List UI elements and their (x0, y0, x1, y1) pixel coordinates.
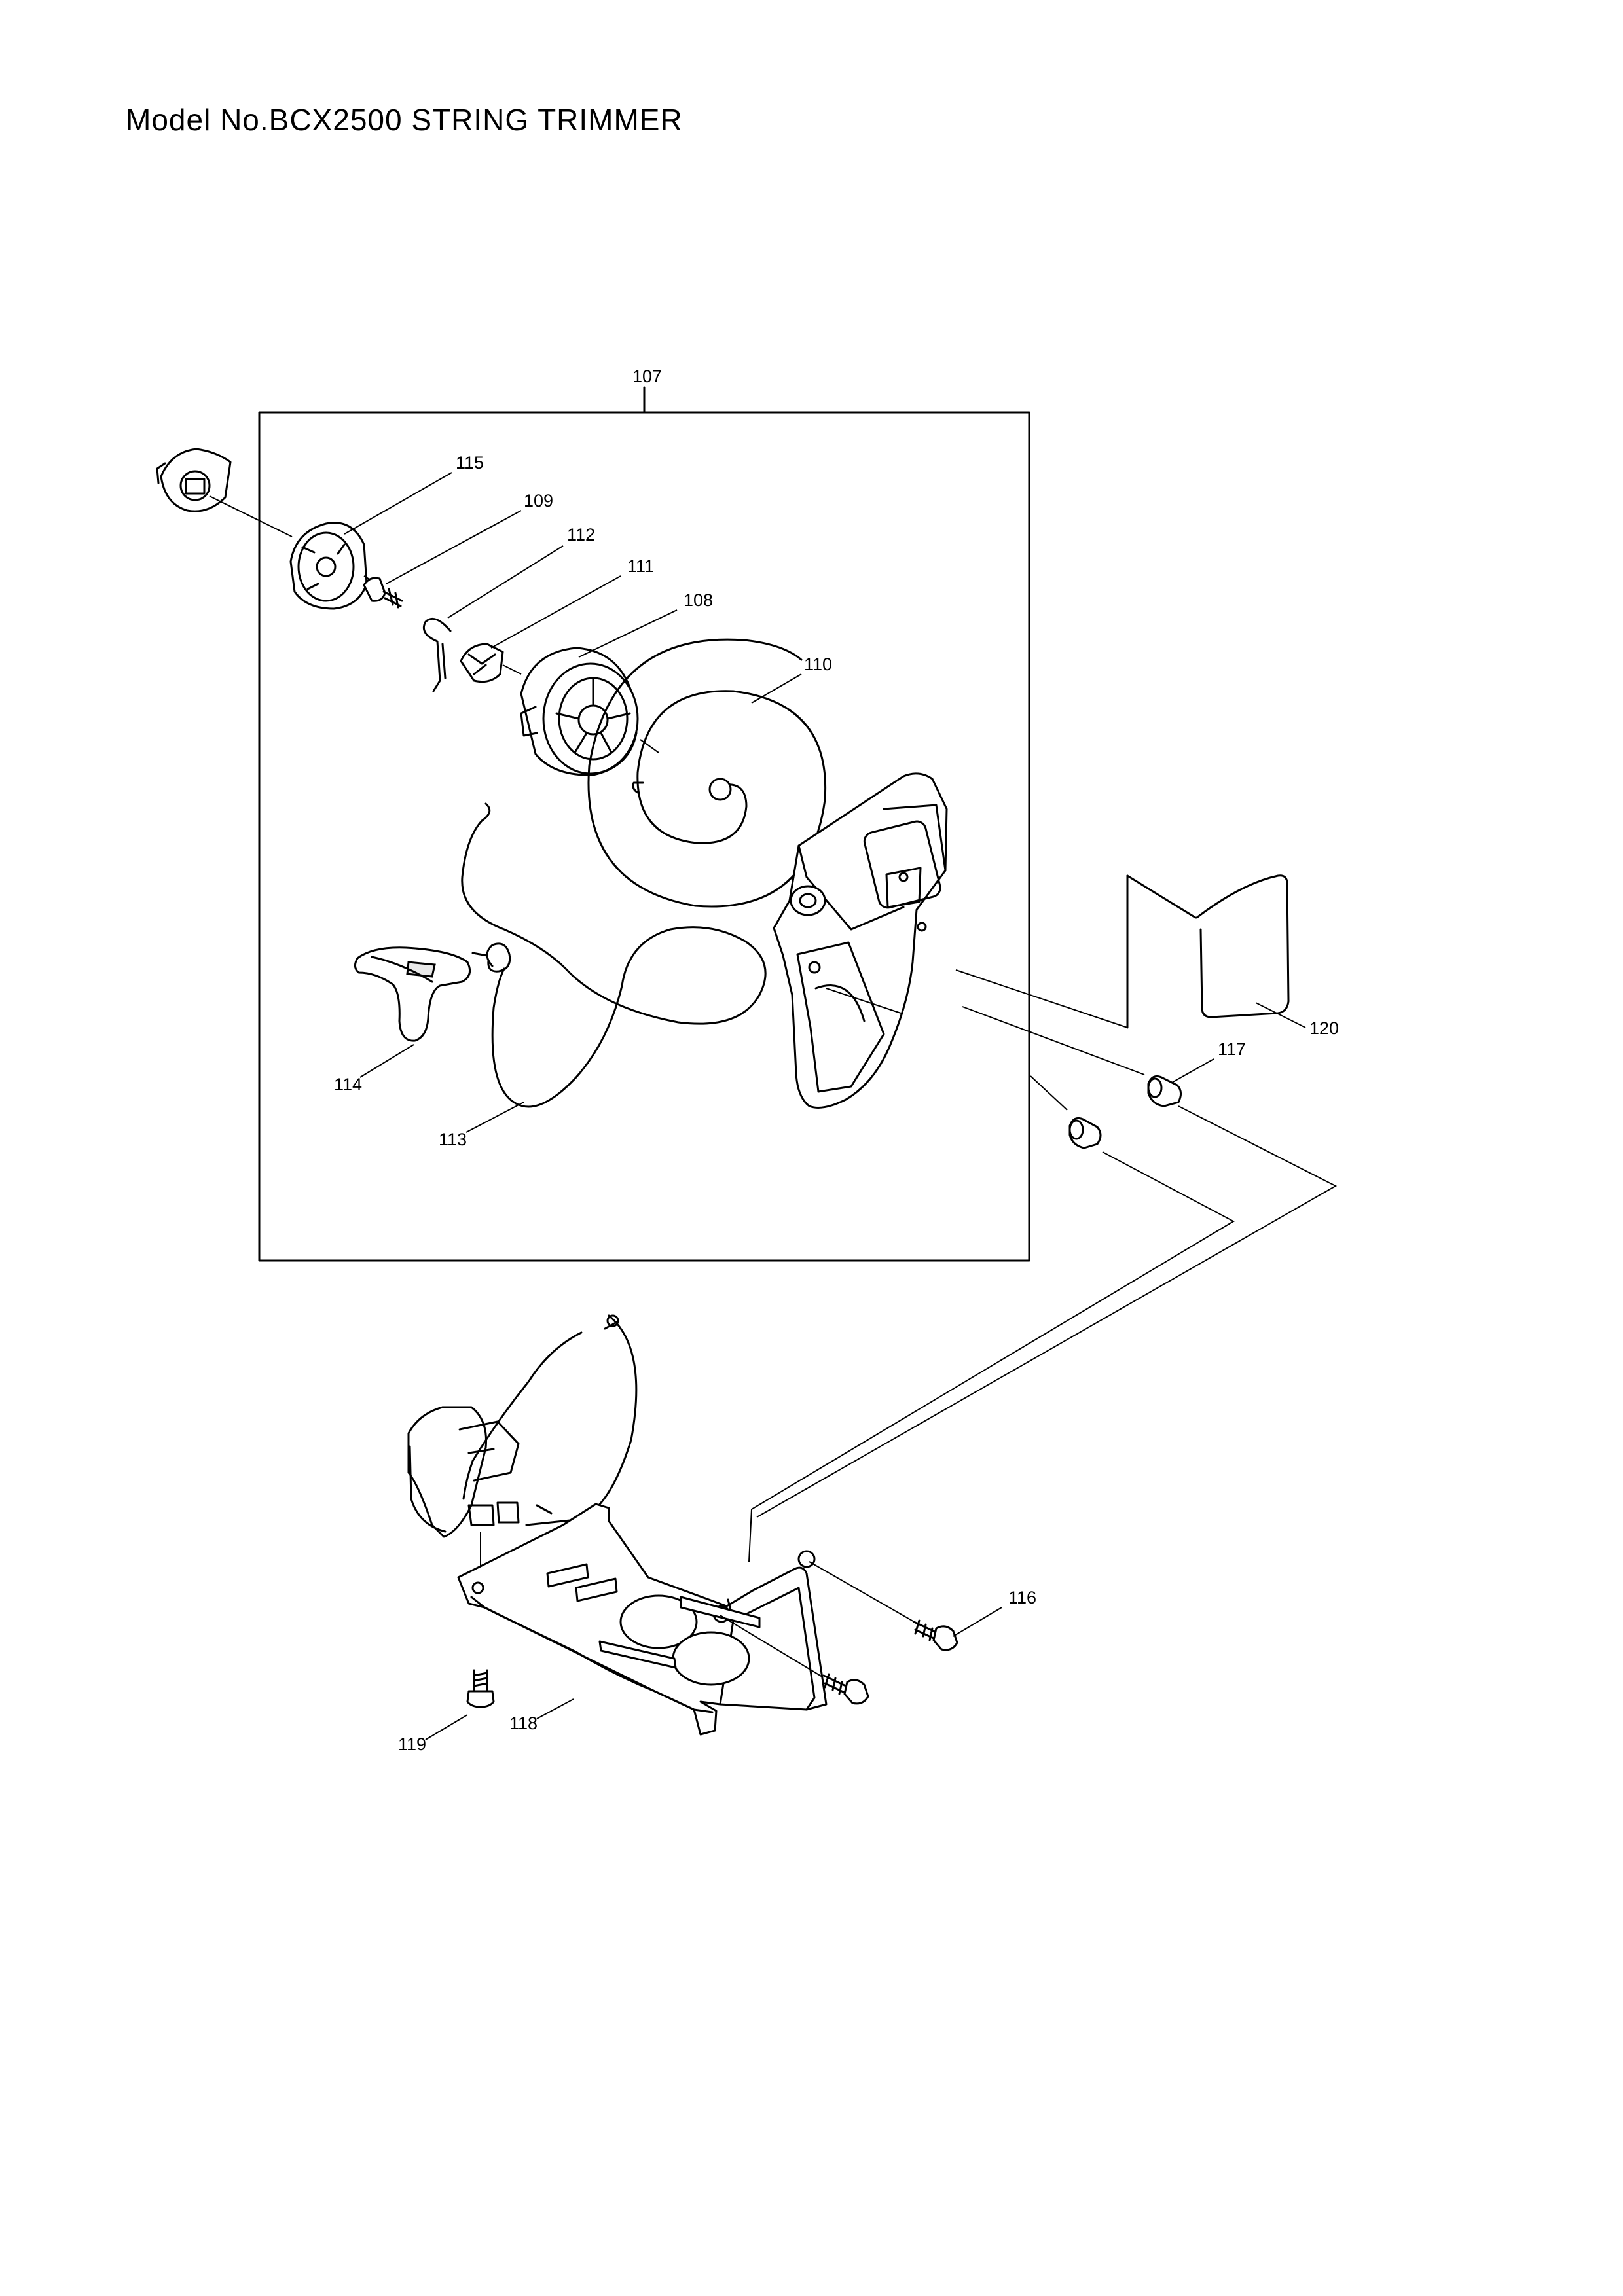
part-112-spring-clip (422, 617, 452, 692)
label-115: 115 (456, 453, 484, 473)
part-113-rope (461, 802, 767, 1108)
label-114: 114 (334, 1075, 362, 1094)
part-115-pulley (289, 522, 384, 610)
label-116: 116 (1008, 1588, 1036, 1607)
part-111-ratchet (460, 643, 522, 683)
starter-housing (773, 772, 948, 1109)
leader-lines (344, 472, 1306, 1740)
label-107: 107 (632, 367, 662, 386)
page-title: Model No.BCX2500 STRING TRIMMER (126, 103, 683, 137)
part-117-bushings (748, 1006, 1338, 1562)
label-113: 113 (439, 1130, 467, 1149)
part-108-reel (520, 647, 659, 776)
part-118-base-plate (457, 1503, 917, 1736)
label-120: 120 (1309, 1018, 1339, 1038)
part-114-handle (354, 946, 471, 1042)
part-110-spiral-spring (587, 638, 827, 908)
engine-flange-fragment (156, 448, 293, 537)
label-118: 118 (509, 1713, 538, 1733)
label-109: 109 (524, 491, 553, 511)
part-120-gasket (955, 874, 1290, 1029)
label-110: 110 (804, 655, 832, 674)
label-119: 119 (398, 1734, 426, 1754)
part-116-bolts (822, 1619, 958, 1705)
part-119-screw (466, 1669, 495, 1708)
label-112: 112 (567, 525, 595, 545)
label-117: 117 (1218, 1039, 1246, 1059)
label-111: 111 (627, 556, 654, 576)
label-108: 108 (684, 590, 713, 610)
part-109-screw (363, 577, 403, 609)
